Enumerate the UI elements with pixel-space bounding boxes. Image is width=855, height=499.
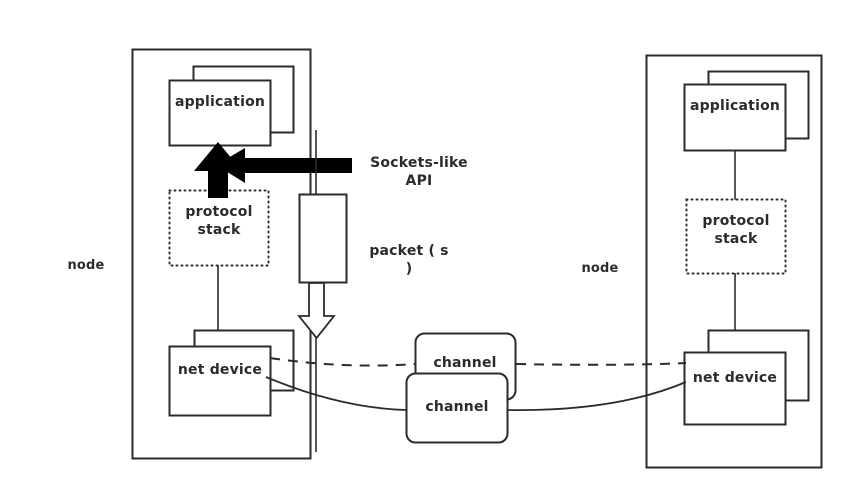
solid-channel-link-left — [265, 376, 407, 411]
right-application-label: application — [689, 98, 781, 114]
dashed-channel-link-right — [515, 362, 687, 366]
left-application-box — [168, 79, 272, 147]
sockets-api-left-arrow — [216, 148, 352, 183]
solid-channel-link-right — [506, 381, 687, 412]
packet-down-arrow — [297, 282, 336, 340]
sockets-api-up-arrow — [194, 142, 242, 198]
right-protocol-stack-label: protocol stack — [702, 213, 770, 247]
left-application-label: application — [174, 94, 266, 110]
left-protocol-stack-box — [168, 189, 270, 267]
dashed-channel-link-left — [269, 357, 416, 367]
left-netdevice-label: net device — [177, 362, 263, 378]
packet-label: packet ( s ) — [369, 243, 449, 277]
right-node-label: node — [581, 261, 619, 276]
channel-front-label: channel — [425, 399, 489, 415]
packet-box — [298, 193, 348, 284]
left-protocol-stack-label: protocol stack — [185, 204, 253, 238]
right-protocol-stack-box — [685, 198, 787, 275]
right-application-box — [683, 83, 787, 152]
left-netdevice-box — [168, 345, 272, 417]
left-node-label: node — [67, 258, 105, 273]
sockets-api-label: Sockets-like API — [370, 155, 468, 189]
right-netdevice-label: net device — [692, 370, 778, 386]
channel-front-box — [405, 372, 509, 444]
right-netdevice-box — [683, 351, 787, 426]
channel-back-label: channel — [433, 355, 497, 371]
